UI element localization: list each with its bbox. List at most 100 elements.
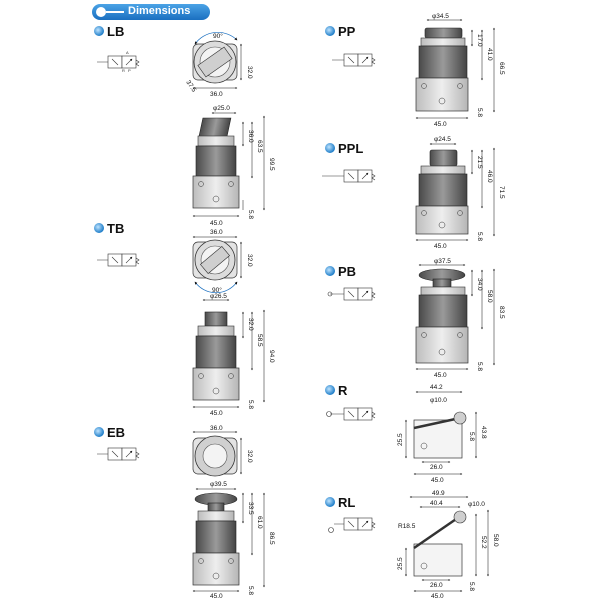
- svg-text:34.0: 34.0: [476, 278, 483, 291]
- svg-text:52.2: 52.2: [480, 536, 487, 549]
- svg-text:32.0: 32.0: [246, 66, 253, 79]
- svg-text:5.8: 5.8: [247, 586, 254, 595]
- r-valve-symbol-icon: [326, 407, 376, 421]
- svg-text:63.5: 63.5: [256, 140, 263, 153]
- svg-text:25.5: 25.5: [397, 557, 404, 570]
- svg-text:45.0: 45.0: [434, 372, 447, 379]
- lb-label: LB: [107, 24, 124, 39]
- svg-text:99.5: 99.5: [268, 158, 275, 171]
- lb-bullet-icon: [94, 26, 104, 36]
- svg-text:5.8: 5.8: [247, 210, 254, 219]
- svg-text:44.2: 44.2: [430, 384, 443, 391]
- svg-text:A: A: [126, 50, 129, 55]
- svg-text:5.8: 5.8: [476, 362, 483, 371]
- svg-text:36.0: 36.0: [210, 229, 223, 236]
- svg-text:φ24.5: φ24.5: [434, 136, 451, 143]
- rl-valve-symbol-icon: [328, 517, 376, 533]
- title-line-icon: [106, 11, 124, 13]
- svg-text:φ26.5: φ26.5: [210, 293, 227, 300]
- pb-valve-symbol-icon: [327, 287, 376, 301]
- tb-label: TB: [107, 221, 124, 236]
- tb-valve-symbol-icon: [97, 253, 140, 267]
- eb-top-view: 36.0 32.0: [192, 425, 253, 477]
- svg-text:R18.5: R18.5: [398, 523, 416, 530]
- svg-text:45.0: 45.0: [431, 593, 444, 600]
- tb-side-view: φ26.5 32.0 58.5 94.0 5.8 45.0: [192, 293, 275, 417]
- svg-text:φ34.5: φ34.5: [432, 13, 449, 20]
- svg-text:17.0: 17.0: [476, 34, 483, 47]
- svg-text:36.0: 36.0: [210, 91, 223, 98]
- svg-text:45.0: 45.0: [434, 121, 447, 128]
- ppl-valve-symbol-icon: [322, 169, 376, 183]
- svg-text:43.8: 43.8: [480, 426, 487, 439]
- model-ppl: PPL φ24.5 21.5 46.0 71.5 5.8 4: [322, 136, 505, 250]
- svg-text:66.5: 66.5: [498, 62, 505, 75]
- svg-text:φ10.0: φ10.0: [430, 397, 447, 404]
- pp-bullet-icon: [325, 26, 335, 36]
- svg-text:45.0: 45.0: [210, 410, 223, 417]
- svg-text:45.0: 45.0: [434, 243, 447, 250]
- ppl-bullet-icon: [325, 143, 335, 153]
- page-title: Dimensions: [128, 5, 191, 17]
- pb-bullet-icon: [325, 266, 335, 276]
- svg-text:45.0: 45.0: [210, 220, 223, 227]
- svg-text:40.4: 40.4: [430, 500, 443, 507]
- svg-text:58.0: 58.0: [492, 534, 499, 547]
- pp-valve-symbol-icon: [332, 53, 376, 67]
- svg-text:26.0: 26.0: [430, 464, 443, 471]
- svg-text:37.5: 37.5: [184, 79, 197, 94]
- title-bullet-icon: [96, 7, 106, 17]
- model-r: R 44.2 φ10.0 25.5 5.8 43.8 26.0 45.0: [325, 383, 487, 484]
- rl-bullet-icon: [325, 497, 335, 507]
- r-bullet-icon: [325, 385, 335, 395]
- svg-text:36.0: 36.0: [210, 425, 223, 432]
- model-lb: LB A R P 90° 32.0 36.0: [94, 24, 275, 227]
- svg-text:5.8: 5.8: [468, 432, 475, 441]
- lb-valve-symbol-icon: A R P: [97, 50, 140, 73]
- svg-text:61.0: 61.0: [256, 516, 263, 529]
- svg-text:90°: 90°: [213, 32, 223, 40]
- svg-text:46.0: 46.0: [486, 170, 493, 183]
- pb-label: PB: [338, 264, 356, 279]
- model-rl: RL 49.9 40.4 φ10.0 R18.5 25.5 52.2 5: [325, 490, 499, 600]
- lb-top-view: 90° 32.0 36.0 37.5: [184, 31, 253, 98]
- svg-text:36.0: 36.0: [247, 130, 254, 143]
- svg-text:φ37.5: φ37.5: [434, 258, 451, 265]
- svg-text:φ25.0: φ25.0: [213, 105, 230, 112]
- svg-text:25.5: 25.5: [397, 433, 404, 446]
- model-eb: EB 36.0 32.0 φ39.5: [94, 425, 275, 600]
- svg-text:φ10.0: φ10.0: [468, 501, 485, 508]
- svg-text:86.5: 86.5: [268, 532, 275, 545]
- rl-label: RL: [338, 495, 355, 510]
- svg-text:5.8: 5.8: [468, 582, 475, 591]
- svg-text:45.0: 45.0: [210, 593, 223, 600]
- svg-text:94.0: 94.0: [268, 350, 275, 363]
- svg-text:5.8: 5.8: [476, 232, 483, 241]
- svg-text:26.0: 26.0: [430, 582, 443, 589]
- svg-text:58.5: 58.5: [256, 334, 263, 347]
- r-label: R: [338, 383, 348, 398]
- model-pp: PP φ34.5 17.0 41.0 66.5 5.8 45: [325, 13, 505, 128]
- svg-text:R: R: [122, 68, 125, 73]
- svg-text:90°: 90°: [212, 286, 222, 294]
- svg-text:83.5: 83.5: [498, 306, 505, 319]
- svg-text:33.5: 33.5: [247, 502, 254, 515]
- svg-text:φ39.5: φ39.5: [210, 481, 227, 488]
- pp-label: PP: [338, 24, 356, 39]
- tb-bullet-icon: [94, 223, 104, 233]
- eb-bullet-icon: [94, 427, 104, 437]
- svg-text:71.5: 71.5: [498, 186, 505, 199]
- svg-text:P: P: [128, 68, 131, 73]
- model-pb: PB φ37.5 34.0 58.0 83.5 5.8: [325, 258, 505, 379]
- svg-text:41.0: 41.0: [486, 48, 493, 61]
- model-tb: TB 36.0 32.0 90° φ26.5: [94, 221, 275, 417]
- eb-valve-symbol-icon: [97, 447, 140, 461]
- svg-text:32.0: 32.0: [246, 254, 253, 267]
- svg-text:5.8: 5.8: [476, 108, 483, 117]
- svg-text:32.0: 32.0: [246, 450, 253, 463]
- svg-text:49.9: 49.9: [432, 490, 445, 497]
- title-bar: [92, 4, 210, 20]
- svg-text:32.0: 32.0: [247, 318, 254, 331]
